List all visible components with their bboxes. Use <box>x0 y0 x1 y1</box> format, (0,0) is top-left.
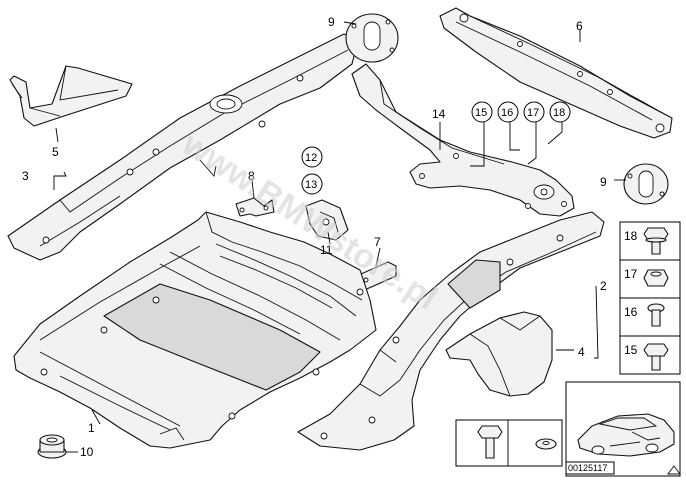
svg-text:17: 17 <box>624 267 638 281</box>
callout-1: 1 <box>88 421 95 435</box>
circled-callout-16: 16 <box>497 101 519 123</box>
part-plate-9-right <box>623 163 669 205</box>
part-bracket-11 <box>305 199 349 241</box>
svg-text:16: 16 <box>501 107 513 119</box>
hex-bolt-flange-icon <box>643 227 669 255</box>
circled-callouts: 12 13 15 16 17 18 <box>301 101 571 195</box>
bottom-hardware-13 <box>535 438 557 450</box>
part-cover-4 <box>445 311 553 397</box>
callout-3: 3 <box>22 169 29 183</box>
hex-bolt-icon <box>643 343 669 371</box>
svg-text:16: 16 <box>624 305 638 319</box>
round-screw-icon <box>647 303 665 327</box>
callout-2: 2 <box>600 279 607 293</box>
callout-11: 11 <box>320 243 333 257</box>
circled-callout-17: 17 <box>523 101 545 123</box>
circled-callout-12: 12 <box>301 146 323 168</box>
circled-callout-18: 18 <box>549 101 571 123</box>
svg-text:12: 12 <box>305 152 317 164</box>
part-clip-10 <box>37 434 67 459</box>
part-side-member-2 <box>297 211 605 451</box>
hardware-item-16: 16 <box>624 303 665 327</box>
callout-5: 5 <box>52 145 59 159</box>
svg-text:15: 15 <box>475 107 487 119</box>
part-bracket-8 <box>235 197 275 217</box>
washer-icon <box>535 438 557 450</box>
callout-10: 10 <box>80 445 94 459</box>
svg-text:15: 15 <box>624 343 638 357</box>
reference-number: 00125117 <box>568 463 607 473</box>
callout-7: 7 <box>374 235 381 249</box>
part-cross-member-6 <box>439 7 673 139</box>
callout-4: 4 <box>578 345 585 359</box>
hardware-item-18: 18 <box>624 227 669 255</box>
callout-9-top: 9 <box>328 15 335 29</box>
car-thumbnail <box>565 381 681 477</box>
bottom-hardware-12 <box>477 425 503 459</box>
circled-callout-13: 13 <box>301 173 323 195</box>
callout-14: 14 <box>432 107 446 121</box>
hardware-panel: 18 17 16 15 <box>619 221 681 375</box>
car-silhouette-icon <box>577 413 675 457</box>
callout-8: 8 <box>248 169 255 183</box>
part-plate-9-top <box>345 13 399 63</box>
part-side-member-3 <box>7 33 359 261</box>
svg-text:13: 13 <box>305 179 317 191</box>
svg-text:18: 18 <box>553 107 565 119</box>
leader-lines <box>53 21 626 453</box>
hex-nut-icon <box>643 269 669 287</box>
part-bracket-14 <box>351 63 575 217</box>
callout-9-right: 9 <box>600 175 607 189</box>
svg-text:17: 17 <box>527 107 539 119</box>
circled-callout-15: 15 <box>471 101 493 123</box>
hardware-item-17: 17 <box>624 267 669 287</box>
part-floor-pan-1 <box>13 211 377 449</box>
hardware-item-15: 15 <box>624 343 669 371</box>
svg-text:18: 18 <box>624 229 638 243</box>
callout-6: 6 <box>576 19 583 33</box>
part-bracket-5 <box>9 65 133 127</box>
diagram-reference: 00125117 <box>565 461 681 475</box>
bottom-hardware-panel <box>455 419 563 467</box>
triangle-icon <box>667 465 681 475</box>
hex-bolt-icon <box>477 425 503 459</box>
